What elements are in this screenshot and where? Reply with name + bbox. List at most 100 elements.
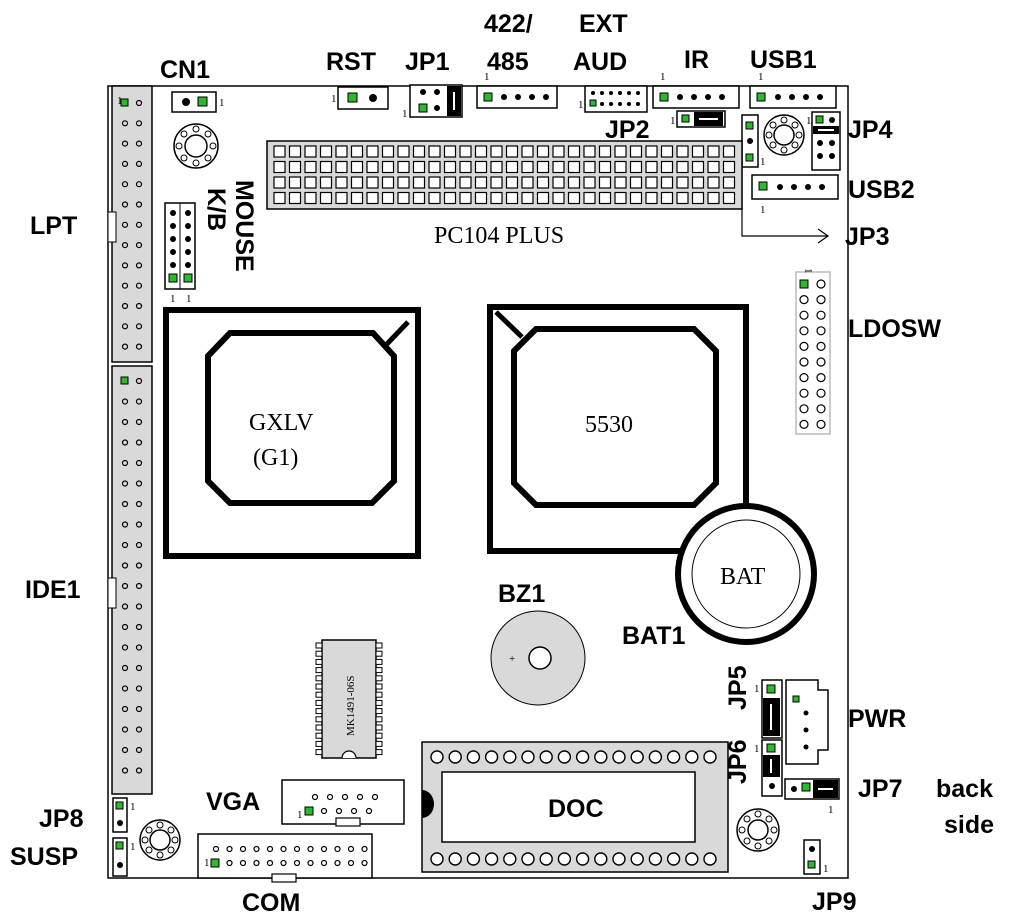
aud-pin1 [589, 99, 597, 107]
vga-pin1 [304, 806, 314, 816]
lpt-pin1-mark: 1 [117, 95, 123, 107]
mk1491-chip [321, 639, 377, 759]
label-485: 485 [487, 48, 529, 76]
usb2-label: USB2 [848, 176, 915, 204]
pc104-pin [707, 176, 720, 189]
aud-pins [591, 91, 640, 106]
ide1-pin [121, 480, 129, 487]
ldosw-pins [799, 279, 826, 429]
usb1-pin1 [756, 92, 766, 102]
mk1491-pin [315, 732, 323, 739]
gxlv-orientation-mark [384, 320, 410, 347]
mk1491-pin [375, 716, 383, 723]
com-pin [226, 845, 233, 853]
jp9-label: JP9 [812, 888, 856, 916]
ide1-label: IDE1 [25, 576, 81, 604]
rs485-pin1 [483, 92, 493, 102]
jp7-pin1 [801, 782, 811, 792]
pc104-pin [660, 176, 674, 189]
doc-pin [557, 750, 572, 764]
com-pin [347, 859, 355, 867]
mk1491-pin [375, 642, 383, 649]
pc104-pin [614, 160, 627, 174]
rst-connector [337, 86, 389, 110]
bz1-label: BZ1 [498, 580, 545, 608]
pc104-pin [676, 145, 689, 158]
ir-pin1 [659, 92, 669, 102]
ide1-pin [135, 418, 143, 426]
usb1-label: USB1 [750, 46, 817, 74]
ide1-pin1 [120, 376, 129, 385]
mk1491-pin [315, 708, 323, 715]
doc-pin [539, 750, 553, 764]
ldosw-pin [799, 326, 809, 336]
pc104-pin [583, 160, 596, 174]
pc104-pin [660, 145, 674, 158]
pc104-pin [707, 145, 720, 158]
ide1-pin [135, 541, 143, 549]
side-label: side [944, 811, 994, 839]
kb-pin1 [183, 273, 193, 283]
ide1-pin [121, 459, 129, 467]
pc104-pin [412, 160, 426, 174]
doc-pin [521, 750, 535, 764]
doc-pin [648, 750, 663, 764]
ide1-pin [135, 562, 143, 569]
pc104-pin [521, 145, 534, 158]
jp1-pin1-mark: 1 [402, 108, 408, 120]
lpt-pin [135, 343, 143, 350]
doc-pin [503, 750, 517, 764]
pc104-pin [536, 145, 550, 158]
pc104-pin [366, 145, 379, 158]
jp9-pin [809, 846, 815, 852]
ldosw-pin [816, 310, 826, 320]
pc104-pin [629, 191, 643, 205]
ldosw-pin [799, 357, 809, 367]
jp5-pin1-mark: 1 [754, 683, 760, 695]
pc104-pin [459, 176, 472, 189]
lpt-pin [121, 302, 129, 310]
doc-pin [575, 852, 590, 866]
ldosw-pin1-mark: 1 [802, 268, 814, 274]
pc104-label: PC104 PLUS [434, 223, 564, 249]
rs485-pins [501, 94, 549, 100]
ir-pins [677, 94, 725, 100]
pc104-pin [474, 176, 488, 189]
ide1-pin [121, 418, 129, 426]
mk1491-pin [315, 691, 323, 698]
lpt-pin [121, 160, 129, 167]
doc-pin [630, 750, 644, 764]
pc104-pin [676, 191, 689, 205]
chip-5530-orientation-mark [494, 310, 524, 339]
ldosw-pin [799, 404, 809, 414]
doc-pin [466, 750, 481, 764]
com-pin [320, 845, 328, 853]
jp6-pin1 [766, 743, 776, 753]
mk1491-pin [375, 740, 383, 747]
mk1491-pin [375, 650, 383, 657]
pc104-pin [707, 191, 720, 205]
pc104-pin [645, 191, 658, 205]
mk1491-pin [375, 708, 383, 715]
ide1-pin [135, 705, 143, 713]
com-pins [212, 845, 368, 867]
pc104-pin [645, 145, 658, 158]
cn1-label: CN1 [160, 56, 210, 84]
com-pin [226, 859, 233, 867]
pc104-pin [691, 160, 705, 174]
rst-pin1 [347, 92, 358, 103]
lpt-pin [121, 140, 129, 147]
pc104-pin [443, 160, 457, 174]
com-key [271, 873, 297, 883]
lpt-pin [121, 120, 129, 127]
ide1-pin [121, 644, 129, 651]
doc-pin [466, 852, 481, 866]
ldosw-pin [816, 357, 826, 367]
ldosw-pin [799, 295, 809, 305]
pc104-pin [645, 176, 658, 189]
pc104-pin [676, 176, 689, 189]
doc-pin [448, 852, 462, 866]
ide1-pin [135, 603, 143, 610]
ldosw-pin [816, 373, 826, 383]
pc104-pin [629, 145, 643, 158]
